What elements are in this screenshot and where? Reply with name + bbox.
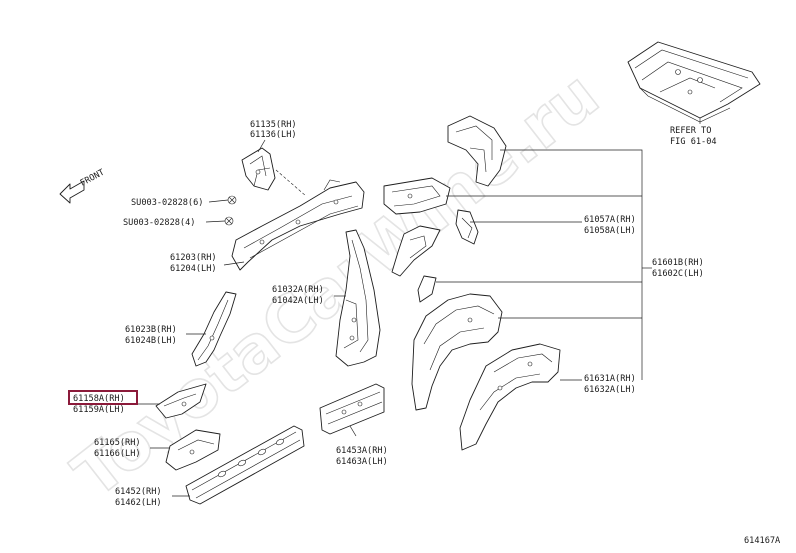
callout-61631-rh: 61631A(RH): [584, 374, 636, 384]
bolt-6-part: [227, 195, 237, 205]
callout-61452-rh: 61452(RH): [115, 487, 162, 497]
callout-61158-highlight: [68, 390, 138, 405]
quarter-bracket-part: [455, 209, 479, 245]
watermark: ToyotaCarWine.ru: [60, 58, 612, 512]
callout-61203: 61203(RH) 61204(LH): [170, 253, 217, 274]
callout-61631: 61631A(RH) 61632A(LH): [584, 374, 636, 395]
callout-61032-lh: 61042A(LH): [272, 296, 324, 306]
leader-lines: [137, 139, 652, 497]
callout-61203-lh: 61204(LH): [170, 264, 217, 274]
callout-61631-lh: 61632A(LH): [584, 385, 636, 395]
callout-61203-rh: 61203(RH): [170, 253, 217, 263]
callout-61601: 61601B(RH) 61602C(LH): [652, 258, 704, 279]
callout-61452-lh: 61462(LH): [115, 498, 162, 508]
front-pillar-lower-part: [191, 291, 237, 367]
callout-61165: 61165(RH) 61166(LH): [94, 438, 141, 459]
quarter-upper-panel-part: [383, 177, 451, 215]
refer-note-line2: FIG 61-04: [670, 137, 717, 147]
callout-61135: 61135(RH) 61136(LH): [250, 120, 297, 140]
front-label: FRONT: [79, 168, 107, 189]
wheel-house-inner-part: [411, 293, 503, 411]
callout-61158-lh: 61159A(LH): [73, 405, 125, 415]
rocker-reinforcement-bracket-part: [155, 383, 207, 419]
callout-61601-rh: 61601B(RH): [652, 258, 704, 268]
callout-61453: 61453A(RH) 61463A(LH): [336, 446, 388, 467]
rocker-panel-part: [185, 425, 305, 505]
rocker-front-bracket-part: [165, 429, 221, 471]
callout-61135-lh: 61136(LH): [250, 130, 297, 140]
refer-note-line1: REFER TO: [670, 126, 711, 136]
roof-side-bracket-part: [241, 147, 276, 191]
callout-61032-rh: 61032A(RH): [272, 285, 324, 295]
figure-id: 614167A: [744, 536, 781, 546]
callout-61165-lh: 61166(LH): [94, 449, 141, 459]
callout-61057-rh: 61057A(RH): [584, 215, 636, 225]
callout-61165-rh: 61165(RH): [94, 438, 141, 448]
callout-bolt-4: SU003-02828(4): [123, 218, 195, 228]
small-clip-part: [417, 275, 437, 303]
callout-61135-rh: 61135(RH): [250, 120, 297, 130]
callout-61158: 61158A(RH) 61159A(LH): [68, 390, 138, 415]
wheel-house-outer-part: [459, 343, 561, 451]
callout-61601-lh: 61602C(LH): [652, 269, 704, 279]
refer-note: REFER TO FIG 61-04: [670, 126, 717, 147]
callout-61023: 61023B(RH) 61024B(LH): [125, 325, 177, 346]
callout-61023-rh: 61023B(RH): [125, 325, 177, 335]
roof-side-rail-part: [231, 179, 365, 271]
callout-61023-lh: 61024B(LH): [125, 336, 177, 346]
callout-61453-lh: 61463A(LH): [336, 457, 388, 467]
center-pillar-lower-part: [319, 383, 385, 435]
callout-61453-rh: 61453A(RH): [336, 446, 388, 456]
pillar-gusset-part: [391, 225, 441, 277]
callout-bolt-6: SU003-02828(6): [131, 198, 203, 208]
bolt-4-part: [224, 216, 234, 226]
front-direction-marker: FRONT: [59, 168, 107, 204]
callout-61057: 61057A(RH) 61058A(LH): [584, 215, 636, 236]
rear-floor-panel-part: [627, 41, 761, 124]
callout-61452: 61452(RH) 61462(LH): [115, 487, 162, 508]
callout-61032: 61032A(RH) 61042A(LH): [272, 285, 324, 306]
center-pillar-reinforcement-part: [335, 229, 381, 367]
callout-61057-lh: 61058A(LH): [584, 226, 636, 236]
callout-61158-rh: 61158A(RH): [73, 394, 125, 404]
top-quarter-bracket-part: [447, 115, 507, 187]
